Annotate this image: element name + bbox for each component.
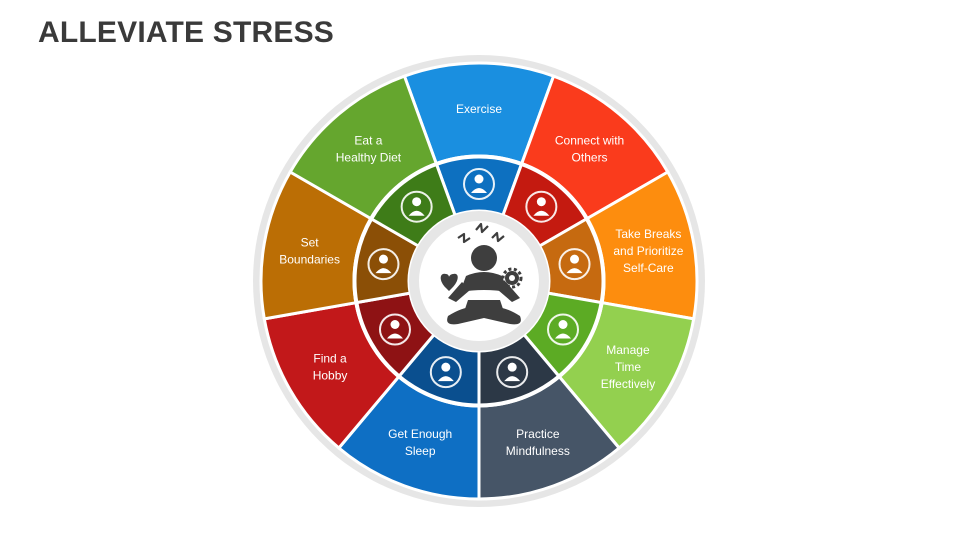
people-network-icon [525,190,558,223]
segment-label-line: Practice [516,427,560,441]
segment-label: Eat a Healthy Diet [336,134,402,165]
segment-label-line: Set [301,236,320,250]
person-clock-icon [547,313,580,346]
meditating-person-icon [447,245,521,325]
segment-label-line: and Prioritize [613,244,683,258]
sleep-clock-icon [429,356,462,389]
segment-label: Exercise [456,102,502,116]
segment-label-line: Sleep [405,444,436,458]
segment-label-line: Hobby [313,369,348,383]
segment-label-line: Others [572,151,608,165]
dumbbell-person-icon [463,168,495,200]
heart-icon [440,273,458,291]
inner-divider-ring [352,154,606,408]
segment-label-line: Self-Care [623,261,674,275]
segment-label-line: Mindfulness [506,444,570,458]
segment-label: Find a Hobby [313,352,348,383]
segment-label-line: Connect with [555,134,624,148]
segment-label-line: Get Enough [388,427,452,441]
segment-label-line: Find a [313,352,347,366]
segment-label-line: Effectively [601,377,655,391]
segment-label-line: Take Breaks [615,227,681,241]
segment-label-line: Manage [606,343,650,357]
hobby-icon [378,313,411,346]
gear-icon [501,267,523,289]
segment-label-line: Exercise [456,102,502,116]
mind-head-icon [496,356,529,389]
segment-label-line: Healthy Diet [336,151,402,165]
segment-label-line: Eat a [354,134,382,148]
segment-label-line: Boundaries [279,253,340,267]
page-title: ALLEVIATE STRESS [38,16,335,49]
segment-label-line: Time [615,360,642,374]
boundary-box-icon [367,248,400,281]
stress-zigzag-icon [457,222,505,244]
hands-heart-icon [558,248,591,281]
salad-bowl-icon [400,190,433,223]
